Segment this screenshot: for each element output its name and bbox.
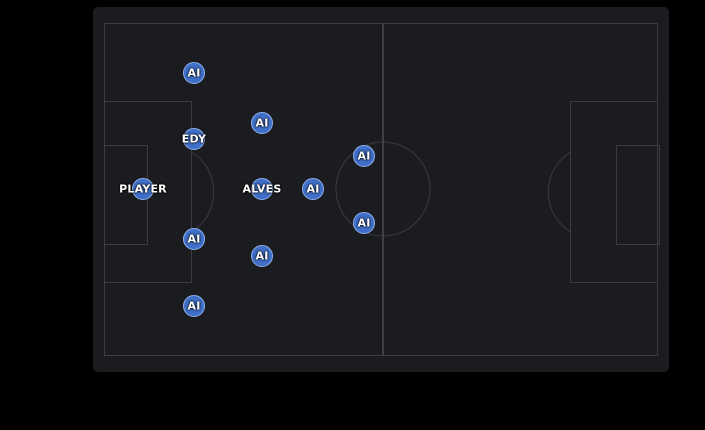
- player-token[interactable]: [183, 228, 205, 250]
- right-goal-area: [616, 145, 660, 245]
- player-token[interactable]: [183, 62, 205, 84]
- player-label: AI: [187, 232, 201, 246]
- right-penalty-arc: [547, 151, 571, 233]
- player-token[interactable]: [251, 112, 273, 134]
- player-label: EDY: [181, 132, 207, 146]
- player-label: AI: [255, 249, 269, 263]
- player-label: AI: [187, 66, 201, 80]
- player-token[interactable]: [183, 128, 205, 150]
- player-label: AI: [255, 116, 269, 130]
- player-label: ALVES: [242, 182, 282, 196]
- player-label: AI: [187, 299, 201, 313]
- player-token[interactable]: [132, 178, 154, 200]
- player-token[interactable]: [251, 245, 273, 267]
- right-penalty-area: [570, 101, 658, 283]
- player-token[interactable]: [302, 178, 324, 200]
- player-token[interactable]: [251, 178, 273, 200]
- player-label: AI: [306, 182, 320, 196]
- player-label: AI: [357, 149, 371, 163]
- player-token[interactable]: [353, 212, 375, 234]
- player-label: PLAYER: [119, 182, 167, 196]
- player-token[interactable]: [353, 145, 375, 167]
- player-label: AI: [357, 216, 371, 230]
- player-token[interactable]: [183, 295, 205, 317]
- left-penalty-arc: [191, 151, 215, 233]
